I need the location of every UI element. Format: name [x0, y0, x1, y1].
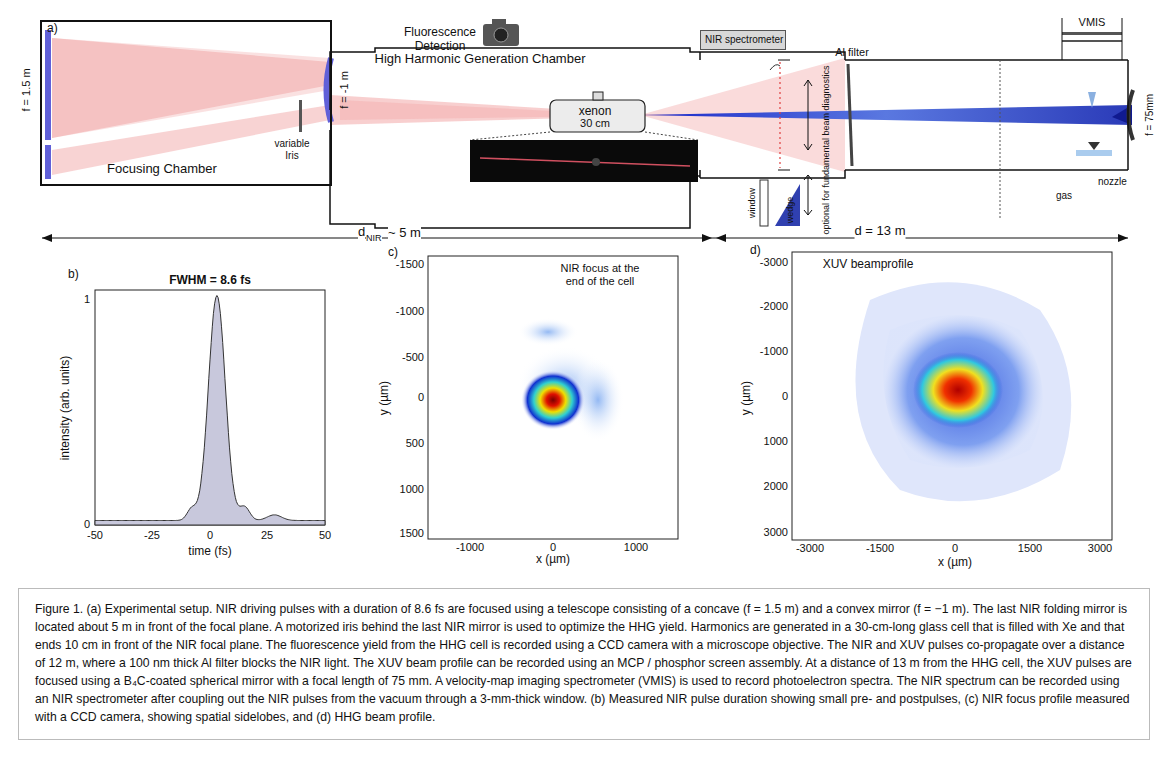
annotation: window — [747, 188, 757, 218]
node-label: 30 cm — [580, 117, 610, 130]
figure-caption: Figure 1. (a) Experimental setup. NIR dr… — [18, 588, 1150, 740]
node-label: NIR spectrometer — [705, 34, 783, 46]
vacuum-chamber: High Harmonic Generation Chamber xenon30 … — [330, 48, 700, 230]
annotation: wedge — [785, 197, 795, 224]
annotation: gas — [1056, 190, 1072, 202]
node-label: Focusing Chamber — [107, 162, 217, 177]
annotation: d = 13 m — [855, 224, 906, 239]
node-label: High Harmonic Generation Chamber — [375, 52, 586, 67]
tick-label: -25 — [144, 529, 160, 542]
tick-label: -1000 — [760, 345, 788, 358]
tick-label: 1500 — [400, 527, 424, 540]
tick-label: 0 — [84, 518, 90, 531]
annotation: f = -1 m — [338, 71, 351, 109]
annotation: variable Iris — [269, 138, 315, 161]
tick-label: -1500 — [396, 258, 424, 271]
annotation: NIR — [366, 233, 382, 243]
node-label: VMIS — [1079, 16, 1106, 29]
annotation: FWHM = 8.6 fs — [169, 274, 251, 288]
instrument-box: NIR spectrometer — [700, 30, 786, 50]
setup-illustration — [0, 0, 1168, 590]
annotation: time (fs) — [188, 545, 231, 559]
tick-label: 1 — [84, 293, 90, 306]
tick-label: -3000 — [760, 256, 788, 269]
vacuum-chamber: Focusing Chamber — [40, 20, 332, 186]
tick-label: 1000 — [764, 435, 788, 448]
tick-label: 1500 — [1018, 542, 1042, 555]
annotation: b) — [68, 268, 79, 282]
tick-label: 0 — [782, 390, 788, 403]
annotation: x (µm) — [938, 556, 972, 570]
tick-label: -1500 — [866, 542, 894, 555]
tick-label: -2000 — [760, 300, 788, 313]
tick-label: -1000 — [456, 541, 484, 554]
node-label: xenon — [579, 105, 612, 119]
annotation: XUV beamprofile — [823, 258, 914, 272]
annotation: d) — [750, 244, 761, 258]
tick-label: 0 — [550, 541, 556, 554]
tick-label: 0 — [952, 542, 958, 555]
tick-label: -500 — [402, 351, 424, 364]
annotation: ~ 5 m — [388, 226, 421, 241]
annotation: y (µm) — [740, 381, 754, 415]
tick-label: -50 — [87, 529, 103, 542]
annotation: a) — [47, 22, 58, 36]
tick-label: 2000 — [764, 480, 788, 493]
tick-label: 50 — [319, 529, 331, 542]
tick-label: 0 — [418, 391, 424, 404]
tick-label: -1000 — [396, 305, 424, 318]
tick-label: 25 — [261, 529, 273, 542]
annotation: d — [358, 225, 365, 240]
annotation: nozzle — [1098, 176, 1127, 188]
tick-label: 1000 — [400, 483, 424, 496]
tick-label: -3000 — [796, 542, 824, 555]
annotation: f = 75mm — [1144, 94, 1156, 136]
annotation: Fluorescence Detection — [400, 26, 480, 54]
tick-label: 500 — [406, 437, 424, 450]
tick-label: 1000 — [624, 541, 648, 554]
annotation: f = 1.5 m — [20, 68, 33, 111]
tick-label: 3000 — [1088, 542, 1112, 555]
gas-cell: xenon30 cm — [550, 100, 645, 132]
annotation: NIR focus at the end of the cell — [555, 262, 645, 287]
annotation: optional for fundamental beam diagnostic… — [821, 65, 831, 234]
annotation: y (µm) — [378, 381, 392, 415]
annotation: Al filter — [835, 46, 869, 59]
tick-label: 0 — [207, 529, 213, 542]
annotation: intensity (arb. units) — [59, 356, 73, 461]
instrument-box: VMIS — [1062, 14, 1122, 32]
annotation: c) — [388, 246, 398, 260]
annotation: x (µm) — [536, 553, 570, 567]
tick-label: 3000 — [764, 526, 788, 539]
